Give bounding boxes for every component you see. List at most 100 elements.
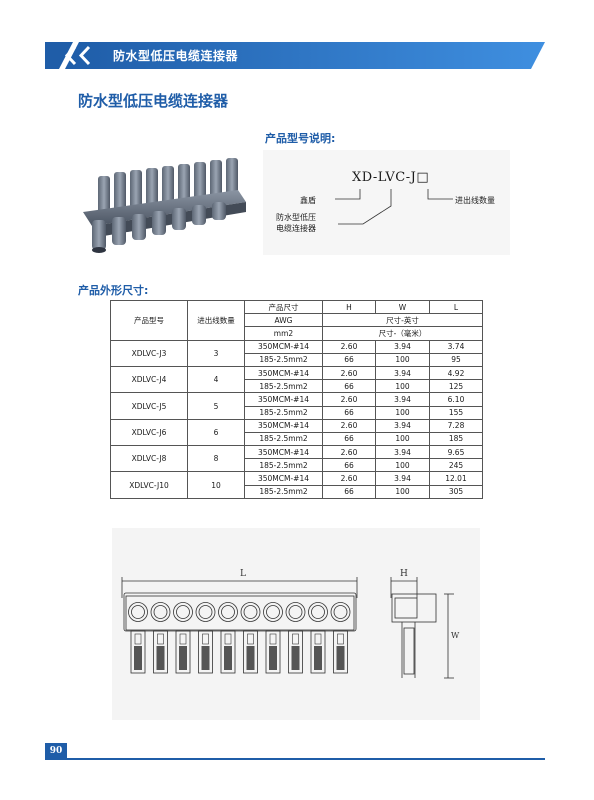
- row-l-mm: 155: [429, 405, 483, 420]
- row-l-inch: 12.01: [429, 471, 483, 486]
- outlets-label: 进出线数量: [455, 196, 495, 205]
- row-h-mm: 66: [322, 431, 376, 447]
- row-awg: 350MCM-#14: [244, 471, 323, 486]
- row-count: 8: [187, 445, 245, 473]
- technical-drawing-graphic: L H W: [121, 569, 460, 679]
- connector-unit: [330, 602, 351, 674]
- row-h-mm: 66: [322, 484, 376, 499]
- row-h-inch: 2.60: [322, 471, 376, 486]
- row-h-inch: 2.60: [322, 445, 376, 460]
- row-l-mm: 305: [429, 484, 483, 499]
- header-count: 进出线数量: [187, 300, 245, 341]
- row-l-inch: 3.74: [429, 339, 483, 354]
- header-w: W: [375, 299, 430, 315]
- footer-line: [45, 758, 545, 760]
- header-awg: AWG: [244, 313, 323, 328]
- header-size: 产品尺寸: [244, 299, 323, 315]
- row-model: XDLVC-J5: [110, 392, 188, 420]
- row-h-inch: 2.60: [322, 365, 376, 381]
- row-awg: 350MCM-#14: [244, 418, 323, 433]
- row-awg: 350MCM-#14: [244, 365, 323, 381]
- row-mm2: 185-2.5mm2: [244, 352, 323, 367]
- row-h-mm: 66: [322, 458, 376, 473]
- row-w-mm: 100: [375, 458, 430, 473]
- row-h-inch: 2.60: [322, 418, 376, 433]
- row-w-inch: 3.94: [375, 445, 430, 460]
- row-count: 5: [187, 392, 245, 420]
- drawing-label-l: L: [240, 569, 246, 579]
- row-model: XDLVC-J3: [110, 339, 188, 367]
- row-l-mm: 125: [429, 379, 483, 394]
- row-count: 4: [187, 365, 245, 394]
- drawing-label-w: W: [451, 631, 460, 640]
- row-mm2: 185-2.5mm2: [244, 379, 323, 394]
- drawing-label-h: H: [400, 569, 408, 579]
- row-w-mm: 100: [375, 405, 430, 420]
- technical-drawing: L H W: [112, 528, 480, 720]
- connector-unit: [285, 602, 306, 674]
- type-label-line2: 电缆连接器: [276, 224, 316, 233]
- header-inch: 尺寸-英寸: [322, 313, 483, 328]
- row-mm2: 185-2.5mm2: [244, 458, 323, 473]
- connector-unit: [173, 602, 193, 674]
- row-mm2: 185-2.5mm2: [244, 431, 323, 447]
- row-l-mm: 185: [429, 431, 483, 447]
- connector-unit: [195, 602, 216, 674]
- row-count: 10: [187, 471, 245, 499]
- header-band: [45, 42, 545, 69]
- header-mm2: mm2: [244, 326, 323, 341]
- header-title: 防水型低压电缆连接器: [113, 49, 239, 63]
- model-explanation-box: [263, 150, 510, 255]
- row-w-inch: 3.94: [375, 418, 430, 433]
- row-model: XDLVC-J8: [110, 445, 188, 473]
- header-l: L: [429, 299, 483, 315]
- connector-unit: [308, 602, 328, 674]
- row-h-mm: 66: [322, 405, 376, 420]
- type-label-line1: 防水型低压: [276, 213, 316, 222]
- row-awg: 350MCM-#14: [244, 392, 323, 407]
- row-l-mm: 95: [429, 352, 483, 367]
- dimensions-table: 产品型号 进出线数量 产品尺寸 H W L AWG 尺寸-英寸 mm2 尺寸-（…: [110, 299, 483, 499]
- header-h: H: [322, 299, 376, 315]
- drawing-units: [128, 602, 351, 674]
- row-w-mm: 100: [375, 484, 430, 499]
- row-h-mm: 66: [322, 379, 376, 394]
- row-w-mm: 100: [375, 431, 430, 447]
- model-section-label: 产品型号说明:: [265, 132, 336, 145]
- row-mm2: 185-2.5mm2: [244, 405, 323, 420]
- row-mm2: 185-2.5mm2: [244, 484, 323, 499]
- brand-label: 鑫盾: [300, 196, 316, 205]
- row-w-inch: 3.94: [375, 365, 430, 381]
- row-h-inch: 2.60: [322, 392, 376, 407]
- page-title: 防水型低压电缆连接器: [78, 92, 229, 110]
- row-count: 3: [187, 339, 245, 367]
- model-code: XD-LVC-J□: [352, 170, 430, 185]
- row-l-mm: 245: [429, 458, 483, 473]
- row-w-inch: 3.94: [375, 339, 430, 354]
- row-awg: 350MCM-#14: [244, 445, 323, 460]
- connector-unit: [263, 602, 283, 674]
- row-l-inch: 9.65: [429, 445, 483, 460]
- table-header-row: 产品型号 进出线数量 产品尺寸 H W L: [110, 299, 483, 341]
- row-l-inch: 4.92: [429, 365, 483, 381]
- row-model: XDLVC-J4: [110, 365, 188, 394]
- row-h-mm: 66: [322, 352, 376, 367]
- row-l-inch: 6.10: [429, 392, 483, 407]
- row-awg: 350MCM-#14: [244, 339, 323, 354]
- model-callout-lines: [335, 189, 453, 225]
- connector-unit: [150, 602, 171, 674]
- connector-unit: [128, 602, 148, 674]
- header-band-graphic: [45, 42, 545, 69]
